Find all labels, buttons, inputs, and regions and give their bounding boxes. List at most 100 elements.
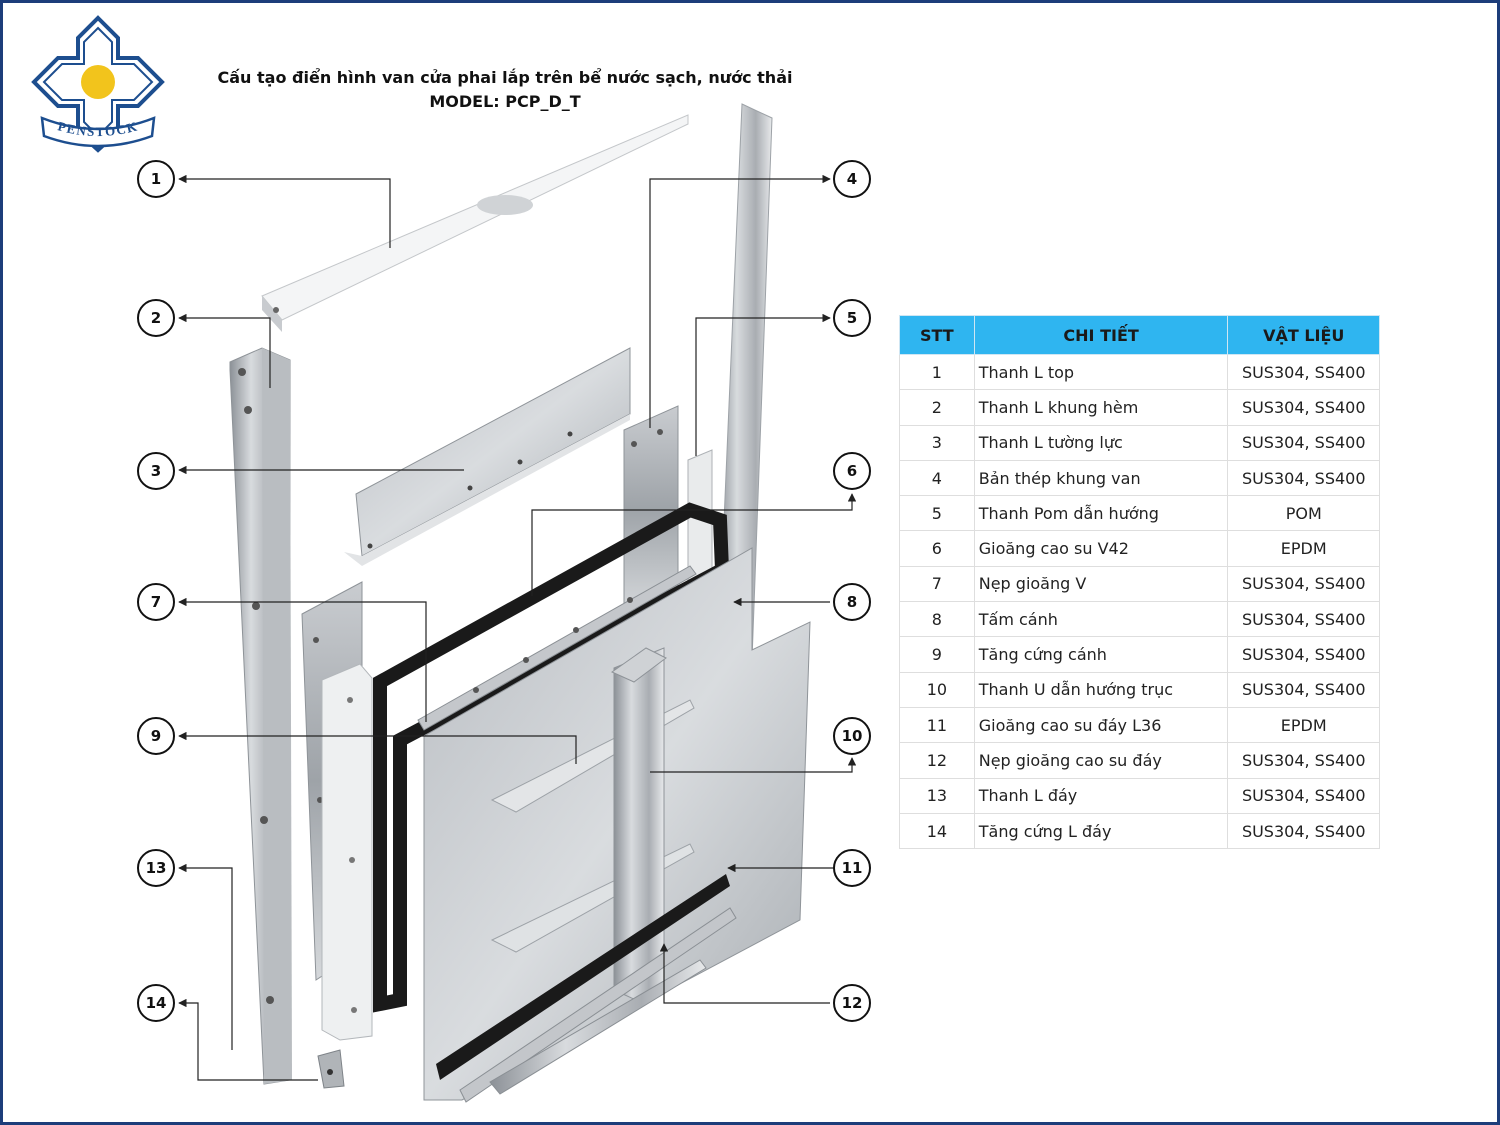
callout-14: 14 [137, 984, 175, 1022]
row-detail: Gioăng cao su đáy L36 [973, 706, 1229, 744]
row-stt: 10 [899, 671, 975, 708]
row-material: SUS304, SS400 [1227, 671, 1380, 708]
row-material: SUS304, SS400 [1227, 742, 1380, 779]
logo-text: PENSTOCK [56, 118, 138, 139]
callout-9: 9 [137, 717, 175, 755]
row-stt: 11 [899, 706, 975, 744]
callout-7: 7 [137, 583, 175, 621]
row-detail: Thanh L tường lực [973, 424, 1229, 461]
row-material: EPDM [1227, 706, 1380, 744]
leader-4 [649, 174, 831, 428]
row-detail: Thanh L đáy [973, 777, 1229, 814]
leader-2 [178, 313, 271, 388]
leader-6 [531, 493, 857, 596]
row-material: SUS304, SS400 [1227, 459, 1380, 497]
row-stt: 2 [899, 389, 975, 426]
row-material: SUS304, SS400 [1227, 389, 1380, 426]
part-top-l-bar [261, 114, 689, 332]
row-material: SUS304, SS400 [1227, 565, 1380, 603]
row-material: SUS304, SS400 [1227, 777, 1380, 814]
leader-5 [695, 313, 831, 456]
leader-7 [178, 597, 427, 722]
row-material: SUS304, SS400 [1227, 424, 1380, 461]
table-header-row: STT CHI TIẾT VẬT LIỆU [899, 315, 1380, 355]
leader-10 [650, 757, 857, 773]
row-material: SUS304, SS400 [1227, 636, 1380, 673]
callout-13: 13 [137, 849, 175, 887]
row-material: SUS304, SS400 [1227, 601, 1380, 638]
row-material: SUS304, SS400 [1227, 812, 1380, 850]
callout-10: 10 [833, 717, 871, 755]
row-stt: 6 [899, 530, 975, 567]
callout-5: 5 [833, 299, 871, 337]
row-stt: 9 [899, 636, 975, 673]
callout-12: 12 [833, 984, 871, 1022]
leader-14 [178, 998, 318, 1081]
row-material: POM [1227, 495, 1380, 532]
row-stt: 3 [899, 424, 975, 461]
row-detail: Bản thép khung van [973, 459, 1229, 497]
penstock-logo: PENSTOCK [31, 15, 165, 153]
part-bottom-clamp [459, 907, 737, 1103]
leader-13 [178, 863, 233, 1050]
row-stt: 8 [899, 601, 975, 638]
part-left-l-frame [229, 347, 292, 1085]
row-stt: 7 [899, 565, 975, 603]
leader-9 [178, 731, 577, 764]
callout-3: 3 [137, 452, 175, 490]
row-stt: 13 [899, 777, 975, 814]
title-line-1: Cấu tạo điển hình van cửa phai lắp trên … [217, 68, 793, 87]
header-material: VẬT LIỆU [1227, 315, 1380, 355]
svg-text:PENSTOCK: PENSTOCK [56, 118, 140, 139]
sun-icon [81, 65, 115, 99]
row-detail: Tấm cánh [973, 601, 1229, 638]
row-detail: Tăng cứng cánh [973, 636, 1229, 673]
diagram-title: Cấu tạo điển hình van cửa phai lắp trên … [180, 66, 830, 114]
row-detail: Tăng cứng L đáy [973, 812, 1229, 850]
leader-1 [178, 174, 391, 248]
header-detail: CHI TIẾT [973, 315, 1229, 355]
row-detail: Thanh Pom dẫn hướng [973, 495, 1229, 532]
callout-4: 4 [833, 160, 871, 198]
row-stt: 1 [899, 353, 975, 391]
row-stt: 5 [899, 495, 975, 532]
header-stt: STT [899, 315, 975, 355]
row-detail: Gioăng cao su V42 [973, 530, 1229, 567]
row-stt: 14 [899, 812, 975, 850]
row-material: EPDM [1227, 530, 1380, 567]
part-rubber-gasket [373, 502, 730, 1013]
row-stt: 12 [899, 742, 975, 779]
callout-2: 2 [137, 299, 175, 337]
row-detail: Nẹp gioăng cao su đáy [973, 742, 1229, 779]
row-detail: Nẹp gioăng V [973, 565, 1229, 603]
callout-6: 6 [833, 452, 871, 490]
part-bottom-gasket [436, 874, 730, 1080]
title-line-2: MODEL: PCP_D_T [429, 92, 581, 111]
leader-12 [659, 943, 830, 1004]
part-wall-l-bar [344, 347, 631, 566]
row-detail: Thanh L top [973, 353, 1229, 391]
part-seal-strip-top [417, 565, 697, 731]
part-bottom-l [317, 1049, 345, 1089]
part-pom-bar-left [321, 663, 373, 1041]
row-material: SUS304, SS400 [1227, 353, 1380, 391]
exploded-assembly-diagram [178, 103, 857, 1103]
row-detail: Thanh L khung hèm [973, 389, 1229, 426]
callout-8: 8 [833, 583, 871, 621]
callout-1: 1 [137, 160, 175, 198]
